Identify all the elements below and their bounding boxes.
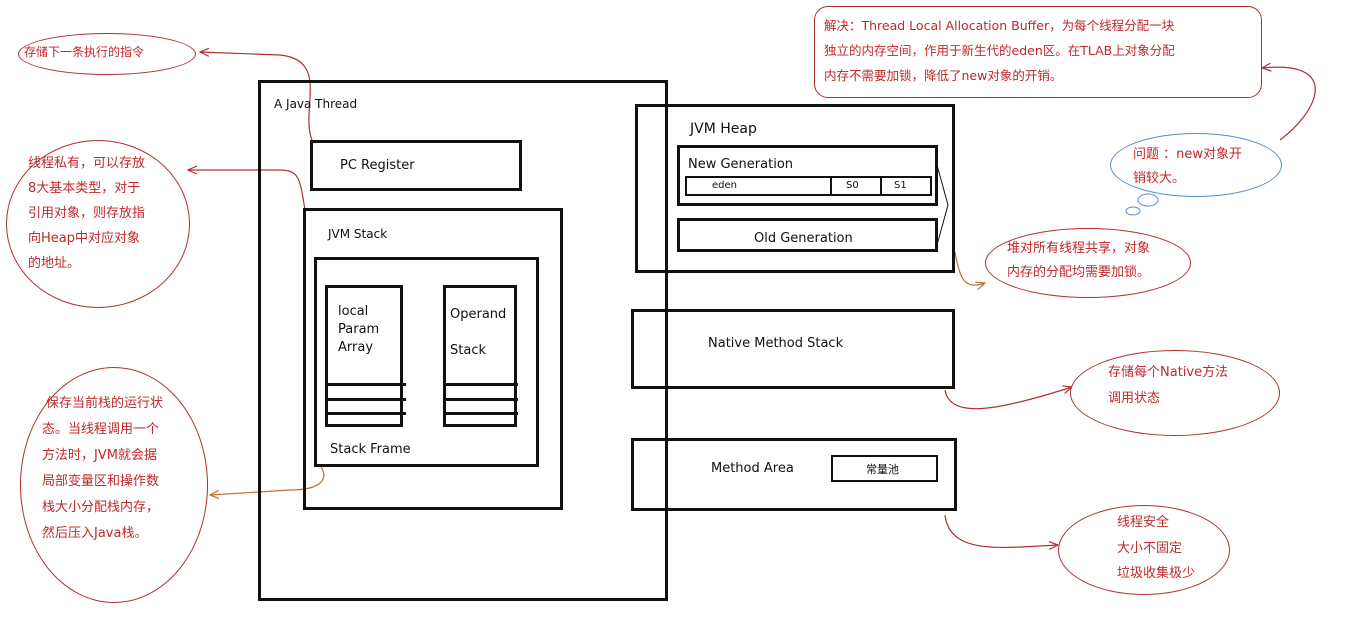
tlab-note-box	[814, 6, 1262, 98]
native-method-stack-box	[631, 309, 955, 389]
constant-pool-label: 常量池	[866, 463, 899, 476]
java-thread-box	[258, 80, 668, 601]
new-generation-label: New Generation	[688, 157, 794, 172]
heap-arrow	[954, 251, 985, 285]
tlab-note-line-1: 解决：Thread Local Allocation Buffer，为每个线程分…	[824, 18, 1175, 33]
method-area-box	[631, 438, 957, 511]
s0-region	[830, 176, 882, 196]
frame-note-line-6: 然后压入Java栈。	[42, 526, 148, 541]
frame-note-line-1: 保存当前栈的运行状	[46, 396, 164, 411]
s0-label: S0	[846, 180, 859, 191]
method-arrow	[944, 514, 1058, 547]
jvm-stack-label: JVM Stack	[328, 227, 388, 241]
local-array-row-line	[328, 412, 406, 415]
stack-arrow	[188, 170, 306, 211]
frame-note-bubble	[20, 367, 208, 603]
stack-frame-label: Stack Frame	[330, 442, 411, 457]
local-array-label-2: Param	[338, 322, 380, 337]
operand-stack-row-line	[446, 412, 518, 415]
problem-line-2: 销较大。	[1133, 171, 1186, 186]
pc-register-label: PC Register	[340, 158, 415, 173]
method-area-label: Method Area	[711, 461, 794, 476]
problem-arrow	[1262, 67, 1316, 141]
operand-stack-row-line	[446, 383, 518, 386]
method-note-bubble	[1058, 505, 1230, 595]
problem-cloud	[1110, 133, 1282, 197]
native-note-line-2: 调用状态	[1108, 391, 1161, 406]
eden-region	[685, 176, 932, 196]
tlab-note-line-3: 内存不需要加锁，降低了new对象的开销。	[824, 68, 1063, 83]
frame-arrow	[210, 464, 325, 495]
operand-stack-row-line	[446, 398, 518, 401]
pc-arrow	[200, 52, 313, 141]
stack-note-line-5: 的地址。	[28, 256, 81, 271]
heap-note-line-2: 内存的分配均需要加锁。	[1007, 265, 1151, 280]
pc-note-bubble	[18, 33, 196, 75]
jvm-stack-box	[303, 208, 563, 510]
s1-label: S1	[894, 180, 907, 191]
native-method-stack-label: Native Method Stack	[708, 336, 844, 351]
jvm-heap-title: JVM Heap	[690, 121, 757, 137]
heap-bracket	[936, 164, 949, 246]
native-note-bubble	[1070, 350, 1280, 436]
old-generation-box	[677, 218, 938, 252]
operand-stack-label-1: Operand	[450, 307, 507, 322]
heap-note-line-1: 堆对所有线程共享，对象	[1007, 241, 1151, 256]
local-array-row-line	[328, 383, 406, 386]
native-arrow	[944, 387, 1072, 410]
frame-note-line-5: 栈大小分配栈内存，	[42, 500, 160, 515]
local-array-row-line	[328, 398, 406, 401]
native-note-line-1: 存储每个Native方法	[1108, 365, 1229, 380]
jvm-heap-box	[635, 104, 955, 273]
stack-note-line-4: 向Heap中对应对象	[28, 231, 140, 246]
method-note-line-2: 大小不固定	[1117, 541, 1183, 556]
stack-note-line-3: 引用对象，则存放指	[28, 206, 146, 221]
stack-note-line-1: 线程私有，可以存放	[28, 156, 146, 171]
pc-register-box	[310, 140, 522, 191]
local-array-box	[325, 285, 403, 427]
tlab-note-line-2: 独立的内存空间，作用于新生代的eden区。在TLAB上对象分配	[824, 43, 1175, 58]
new-generation-box	[677, 145, 938, 206]
problem-line-1: 问题 ：new对象开	[1133, 147, 1243, 162]
operand-stack-box	[443, 285, 517, 427]
frame-note-line-3: 方法时，JVM就会据	[42, 448, 157, 463]
frame-note-line-4: 局部变量区和操作数	[42, 474, 160, 489]
stack-note-line-2: 8大基本类型，对于	[28, 181, 141, 196]
eden-label: eden	[712, 180, 737, 191]
local-array-label-3: Array	[338, 340, 374, 355]
frame-note-line-2: 态。当线程调用一个	[42, 422, 160, 437]
java-thread-title: A Java Thread	[274, 97, 358, 111]
stack-frame-box	[314, 257, 539, 467]
pc-note-text: 存储下一条执行的指令	[24, 45, 145, 59]
heap-note-bubble	[985, 228, 1191, 298]
stack-note-bubble	[6, 140, 190, 308]
method-note-line-3: 垃圾收集极少	[1117, 566, 1196, 581]
method-note-line-1: 线程安全	[1117, 515, 1170, 530]
constant-pool-box	[831, 455, 938, 482]
operand-stack-label-2: Stack	[450, 343, 486, 358]
local-array-label-1: local	[338, 304, 369, 319]
old-generation-label: Old Generation	[754, 231, 853, 246]
